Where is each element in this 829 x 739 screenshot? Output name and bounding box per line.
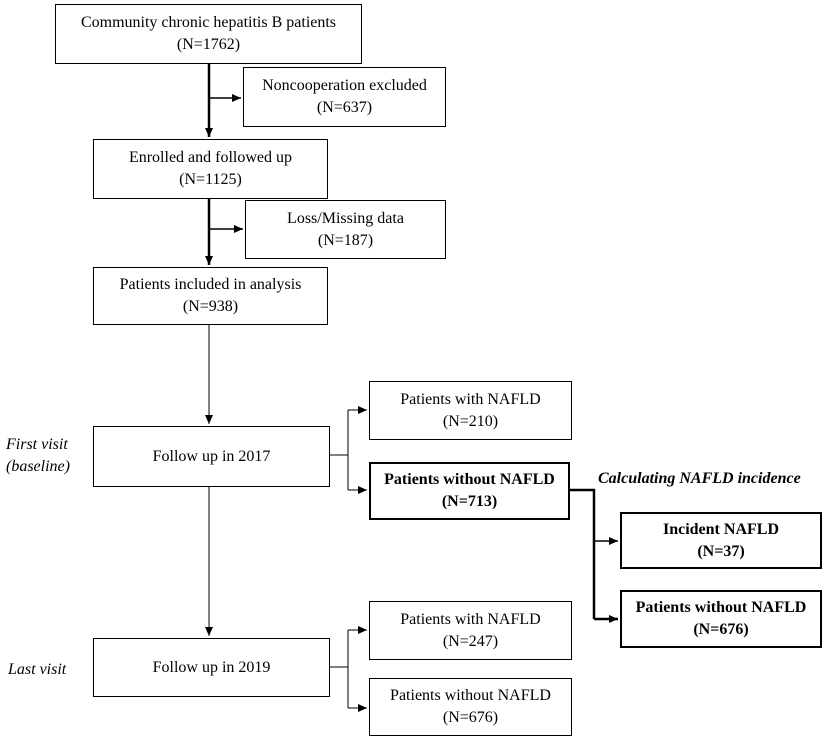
label-calculating-incidence: Calculating NAFLD incidence [598,470,801,487]
branch-2017 [330,410,349,490]
box-no-nafld-2017: Patients without NAFLD (N=713) [369,462,570,520]
label-first-visit-line2: (baseline) [6,458,70,475]
box-nafld2019-line2: (N=247) [442,632,499,650]
box-noncooperation-line2: (N=637) [316,99,373,116]
box-no-nafld2017-line2: (N=713) [441,493,498,510]
box-nafld2017-line2: (N=210) [442,412,499,430]
box-follow-up-2017: Follow up in 2017 [93,426,330,487]
box-loss-missing-data: Loss/Missing data (N=187) [245,200,446,259]
box-no-nafld-out-line2: (N=676) [693,621,749,638]
box-follow2019-line1: Follow up in 2019 [152,658,271,676]
box-no-nafld-outcome: Patients without NAFLD (N=676) [620,590,822,648]
box-loss-line1: Loss/Missing data [287,209,404,227]
box-noncooperation-line1: Noncooperation excluded [262,77,427,94]
label-last-visit-text: Last visit [8,661,67,678]
box-incident-line2: (N=37) [697,542,745,560]
box-loss-line2: (N=187) [317,231,374,249]
box-incident-nafld: Incident NAFLD (N=37) [620,512,822,569]
box-no-nafld-2019: Patients without NAFLD (N=676) [369,678,572,736]
branch-incidence [570,488,596,619]
box-included-line2: (N=938) [182,298,239,315]
box-community-line1: Community chronic hepatitis B patients [80,14,337,31]
box-nafld-2017: Patients with NAFLD (N=210) [369,381,572,440]
box-nafld-2019: Patients with NAFLD (N=247) [369,601,572,660]
box-patients-included: Patients included in analysis (N=938) [93,267,328,325]
branch-2019 [330,630,349,708]
box-community-line2: (N=1762) [176,36,241,53]
box-no-nafld2019-line1: Patients without NAFLD [390,687,551,704]
box-noncooperation-excluded: Noncooperation excluded (N=637) [243,67,446,127]
box-nafld2017-line1: Patients with NAFLD [400,390,541,408]
box-nafld2019-line1: Patients with NAFLD [400,610,541,628]
box-no-nafld-out-line1: Patients without NAFLD [635,599,807,616]
label-first-visit-line1: First visit [6,436,68,453]
box-included-line1: Patients included in analysis [119,276,302,293]
box-follow2017-line1: Follow up in 2017 [152,447,271,465]
box-follow-up-2019: Follow up in 2019 [93,638,330,697]
label-last-visit: Last visit [8,659,66,681]
label-first-visit: First visit (baseline) [6,434,70,478]
box-enrolled-followed-up: Enrolled and followed up (N=1125) [93,139,328,199]
box-incident-line1: Incident NAFLD [662,520,779,538]
box-enrolled-line2: (N=1125) [179,171,242,188]
box-no-nafld2019-line2: (N=676) [442,709,499,726]
box-no-nafld2017-line1: Patients without NAFLD [384,471,555,488]
box-community-patients: Community chronic hepatitis B patients (… [55,4,362,64]
box-enrolled-line1: Enrolled and followed up [128,149,293,166]
